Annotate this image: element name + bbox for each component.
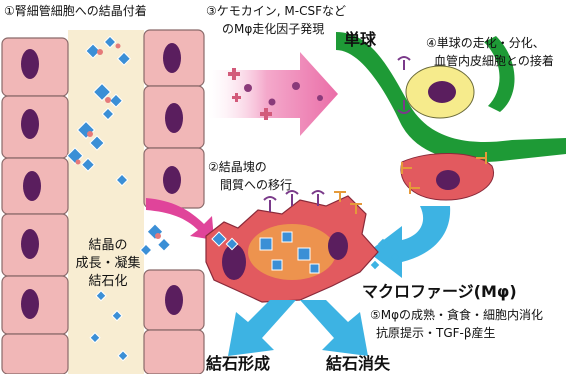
macrophage-label: マクロファージ(Mφ) [362, 282, 517, 302]
endothelial-nucleus [436, 170, 460, 190]
step2-label-line1: ②結晶塊の [208, 160, 267, 175]
crystal-growth-line1: 結晶の [76, 238, 140, 254]
crystal-growth-line3: 結石化 [76, 274, 140, 290]
chemokine-arrow [208, 52, 338, 136]
stone-dissolution-label: 結石消失 [326, 354, 390, 374]
tubule-lumen [68, 30, 144, 374]
step5-label-line1: ⑤Mφの成熟・貪食・細胞内消化 [370, 308, 543, 323]
step1-label: ①腎細管細胞への結晶付着 [4, 4, 147, 19]
macrophage-nucleus [222, 244, 246, 280]
step4-label-line2: 血管内皮細胞との接着 [434, 54, 554, 69]
step4-label-line1: ④単球の走化・分化、 [426, 36, 545, 51]
stone-formation-arrow [228, 300, 296, 356]
tubule-left-wall [2, 38, 68, 374]
monocyte-nucleus [428, 81, 456, 103]
step3-label-line2: のMφ走化因子発現 [222, 22, 324, 37]
macrophage-nucleus-2 [328, 232, 348, 260]
crystal-growth-line2: 成長・凝集 [72, 256, 144, 272]
step5-label-line2: 抗原提示・TGF-β産生 [376, 326, 496, 341]
step3-label-line1: ③ケモカイン, M-CSFなど [206, 4, 346, 19]
stone-formation-label: 結石形成 [206, 354, 270, 374]
stone-dissolution-arrow [300, 300, 368, 356]
step2-label-line2: 間質への移行 [220, 178, 292, 193]
monocyte-label: 単球 [344, 30, 376, 50]
